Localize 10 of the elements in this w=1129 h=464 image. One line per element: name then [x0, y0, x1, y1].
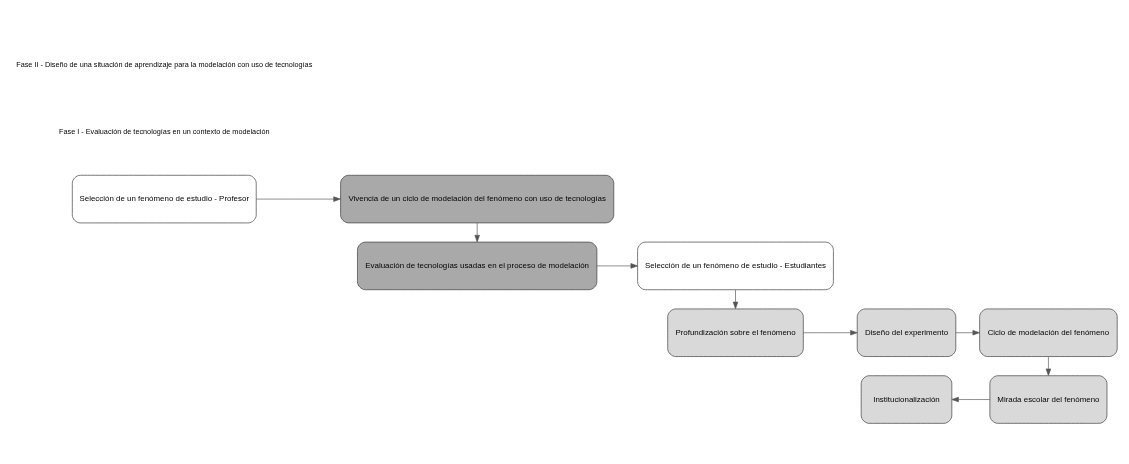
- arrow: [803, 329, 858, 335]
- label: Fase I - Evaluación de tecnologías en un contexto de modelación: [59, 126, 270, 136]
- arrow: [732, 289, 739, 309]
- arrow: [474, 222, 480, 242]
- arrow: [1045, 355, 1052, 376]
- arrow: [256, 195, 341, 202]
- arrow: [951, 396, 991, 402]
- arrow: [596, 262, 638, 269]
- arrow: [955, 329, 980, 335]
- label: Fase II - Diseño de una situación de aprendizaje para la modelación con uso de tecnologías: [16, 59, 313, 69]
